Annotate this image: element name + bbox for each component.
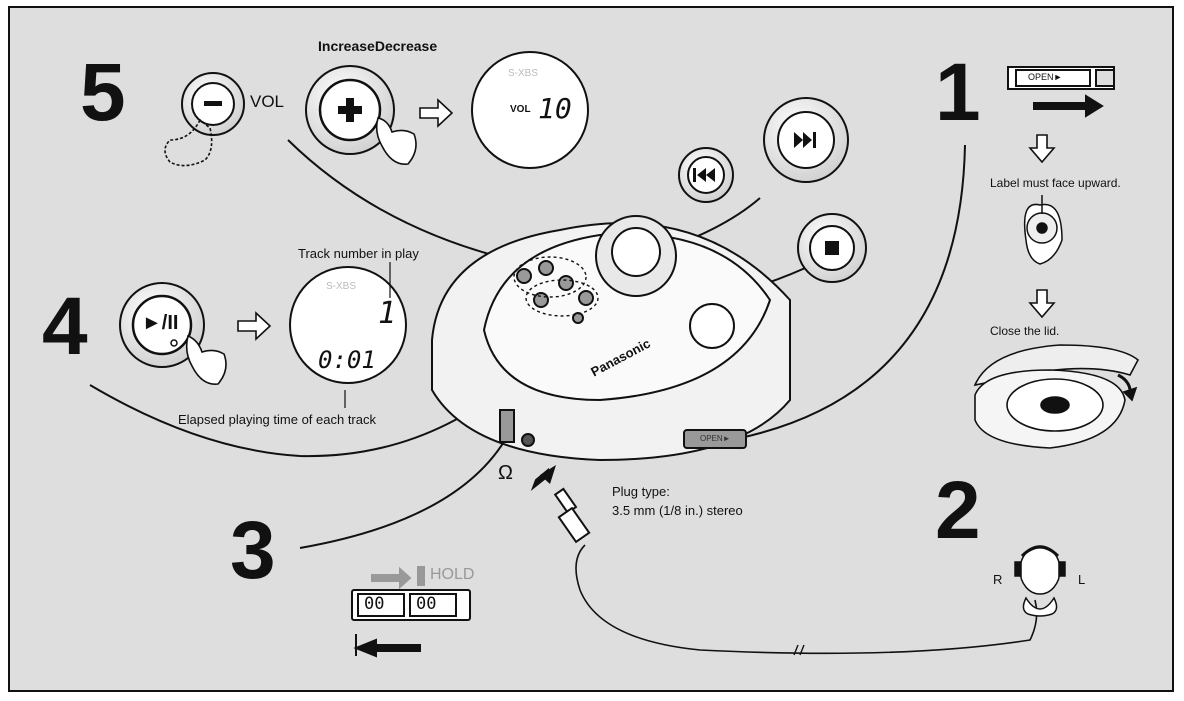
step-number-2: 2 <box>935 465 981 556</box>
vol-label: VOL <box>250 92 285 111</box>
open-player-icon <box>973 344 1140 449</box>
volume-display <box>471 51 589 169</box>
hold-switch <box>351 566 471 658</box>
headphone-plug-icon <box>530 467 1038 656</box>
step-number-5: 5 <box>80 47 126 138</box>
track-display-number: 1 <box>378 296 397 331</box>
volume-display-value: 10 <box>538 92 572 125</box>
volume-caption: IncreaseDecrease <box>318 38 437 54</box>
label-face-upward-text: Label must face upward. <box>990 176 1121 190</box>
open-slider <box>1007 66 1115 118</box>
disc-in-hand-icon <box>1023 195 1063 265</box>
skip-forward-icon <box>763 97 849 183</box>
elapsed-time-label: Elapsed playing time of each track <box>178 412 376 427</box>
plus-icon <box>305 65 395 155</box>
play-pause-label: ►/II <box>142 312 179 334</box>
player-open-tab: OPEN► <box>700 434 731 443</box>
left-ear-label: L <box>1078 572 1086 587</box>
volume-display-label: VOL <box>510 104 531 115</box>
stop-icon <box>797 213 867 283</box>
plug-type-title: Plug type: <box>612 484 670 499</box>
hold-label: HOLD <box>430 566 475 583</box>
volume-display-sxbs: S-XBS <box>508 68 539 79</box>
track-number-label: Track number in play <box>298 246 419 261</box>
hold-switch-left: 00 <box>364 594 385 614</box>
play-pause-icon <box>119 282 205 368</box>
hand-pointer-icon <box>185 334 227 385</box>
step-number-1: 1 <box>935 47 981 138</box>
close-lid-text: Close the lid. <box>990 324 1060 338</box>
headphone-symbol: Ω <box>498 462 513 484</box>
hand-pointer-icon <box>164 118 213 167</box>
right-ear-label: R <box>993 572 1003 587</box>
step-number-3: 3 <box>230 505 276 596</box>
step-number-4: 4 <box>42 281 88 372</box>
decrease-label: Decrease <box>374 38 438 54</box>
open-slider-label: OPEN► <box>1028 72 1063 82</box>
track-display <box>289 262 407 408</box>
cd-player <box>431 215 791 462</box>
plug-type-spec: 3.5 mm (1/8 in.) stereo <box>612 503 743 518</box>
minus-icon <box>181 72 245 136</box>
hold-switch-right: 00 <box>416 594 437 614</box>
hand-pointer-icon <box>375 117 417 165</box>
insert-arrow-icon <box>540 465 556 484</box>
increase-label: Increase <box>318 38 375 54</box>
track-display-sxbs: S-XBS <box>326 281 357 292</box>
track-display-time: 0:01 <box>318 346 376 374</box>
skip-back-icon <box>678 147 734 203</box>
listener-icon <box>1014 545 1066 617</box>
outline-arrow-icon <box>237 98 1056 341</box>
